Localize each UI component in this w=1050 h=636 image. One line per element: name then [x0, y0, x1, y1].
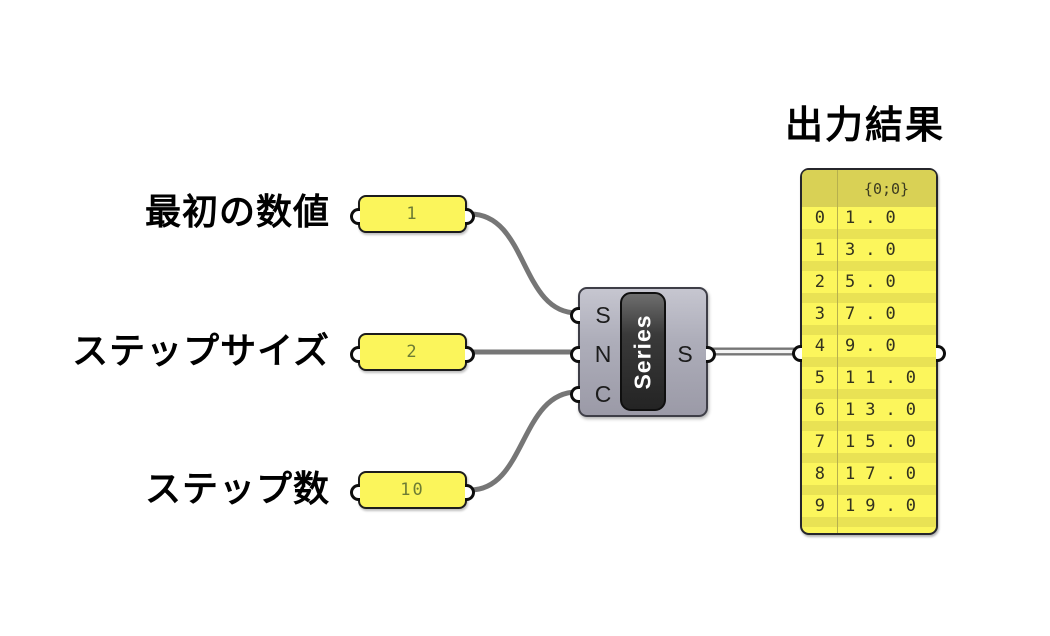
row-value: 13.0: [845, 400, 926, 420]
row-index: 5: [814, 368, 831, 388]
row-index: 7: [814, 432, 831, 452]
output-socket[interactable]: [465, 483, 475, 501]
label-step-size: ステップサイズ: [72, 330, 330, 371]
series-input-n-label: N: [594, 341, 612, 367]
output-panel-body: {0;0} 0 1.0 1 3.0 2 5.0 3 7.0 4 9.0: [802, 170, 936, 533]
series-input-n-socket[interactable]: [570, 345, 580, 363]
series-capsule[interactable]: Series: [620, 292, 666, 411]
series-input-c-label: C: [594, 381, 612, 407]
row-value: 15.0: [845, 432, 926, 452]
input-socket[interactable]: [350, 207, 360, 225]
panel-row: 4 9.0: [802, 335, 936, 367]
panel-row: 8 17.0: [802, 463, 936, 495]
panel-output-socket[interactable]: [936, 344, 946, 362]
series-name: Series: [629, 313, 656, 390]
label-initial-value: 最初の数値: [144, 191, 330, 232]
row-value: 1.0: [845, 208, 906, 228]
row-index: 2: [814, 272, 831, 292]
panel-path-header: {0;0}: [802, 170, 936, 207]
row-index: 3: [814, 304, 831, 324]
panel-row: 9 19.0: [802, 495, 936, 527]
row-index: 6: [814, 400, 831, 420]
row-value: 11.0: [845, 368, 926, 388]
data-path: {0;0}: [863, 179, 910, 198]
row-value: 17.0: [845, 464, 926, 484]
row-index: 8: [814, 464, 831, 484]
panel-row: 6 13.0: [802, 399, 936, 431]
label-output-result: 出力結果: [784, 105, 945, 147]
panel-step-count[interactable]: 10: [350, 471, 475, 509]
panel-value: 1: [406, 204, 419, 224]
row-index: 0: [814, 208, 831, 228]
row-value: 5.0: [845, 272, 906, 292]
panel-row: 0 1.0: [802, 207, 936, 239]
panel-row: 3 7.0: [802, 303, 936, 335]
panel-initial-value[interactable]: 1: [350, 195, 475, 233]
series-component[interactable]: S N C S Series: [570, 287, 716, 417]
input-socket[interactable]: [350, 345, 360, 363]
panel-value: 2: [406, 342, 419, 362]
row-index: 4: [814, 336, 831, 356]
label-step-count: ステップ数: [144, 468, 330, 509]
row-index: 9: [814, 496, 831, 516]
wire-stepcount-to-series-c[interactable]: [467, 389, 580, 493]
row-value: 19.0: [845, 496, 926, 516]
input-socket[interactable]: [350, 483, 360, 501]
panel-row: 2 5.0: [802, 271, 936, 303]
series-input-s-label: S: [595, 302, 611, 328]
row-value: 3.0: [845, 240, 906, 260]
panel-row: 7 15.0: [802, 431, 936, 463]
output-socket[interactable]: [465, 345, 475, 363]
series-output-s-label: S: [677, 341, 693, 367]
row-index: 1: [814, 240, 831, 260]
output-socket[interactable]: [465, 207, 475, 225]
output-panel[interactable]: {0;0} 0 1.0 1 3.0 2 5.0 3 7.0 4 9.0: [792, 168, 946, 535]
wire-initial-to-series-s[interactable]: [467, 211, 580, 316]
column-divider: [837, 170, 838, 533]
series-output-socket[interactable]: [706, 345, 716, 363]
panel-input-socket[interactable]: [792, 344, 802, 362]
series-input-c-socket[interactable]: [570, 385, 580, 403]
panel-value: 10: [400, 480, 425, 500]
panel-row: 1 3.0: [802, 239, 936, 271]
panel-row: 5 11.0: [802, 367, 936, 399]
series-input-s-socket[interactable]: [570, 306, 580, 324]
row-value: 7.0: [845, 304, 906, 324]
panel-step-size[interactable]: 2: [350, 333, 475, 371]
row-value: 9.0: [845, 336, 906, 356]
